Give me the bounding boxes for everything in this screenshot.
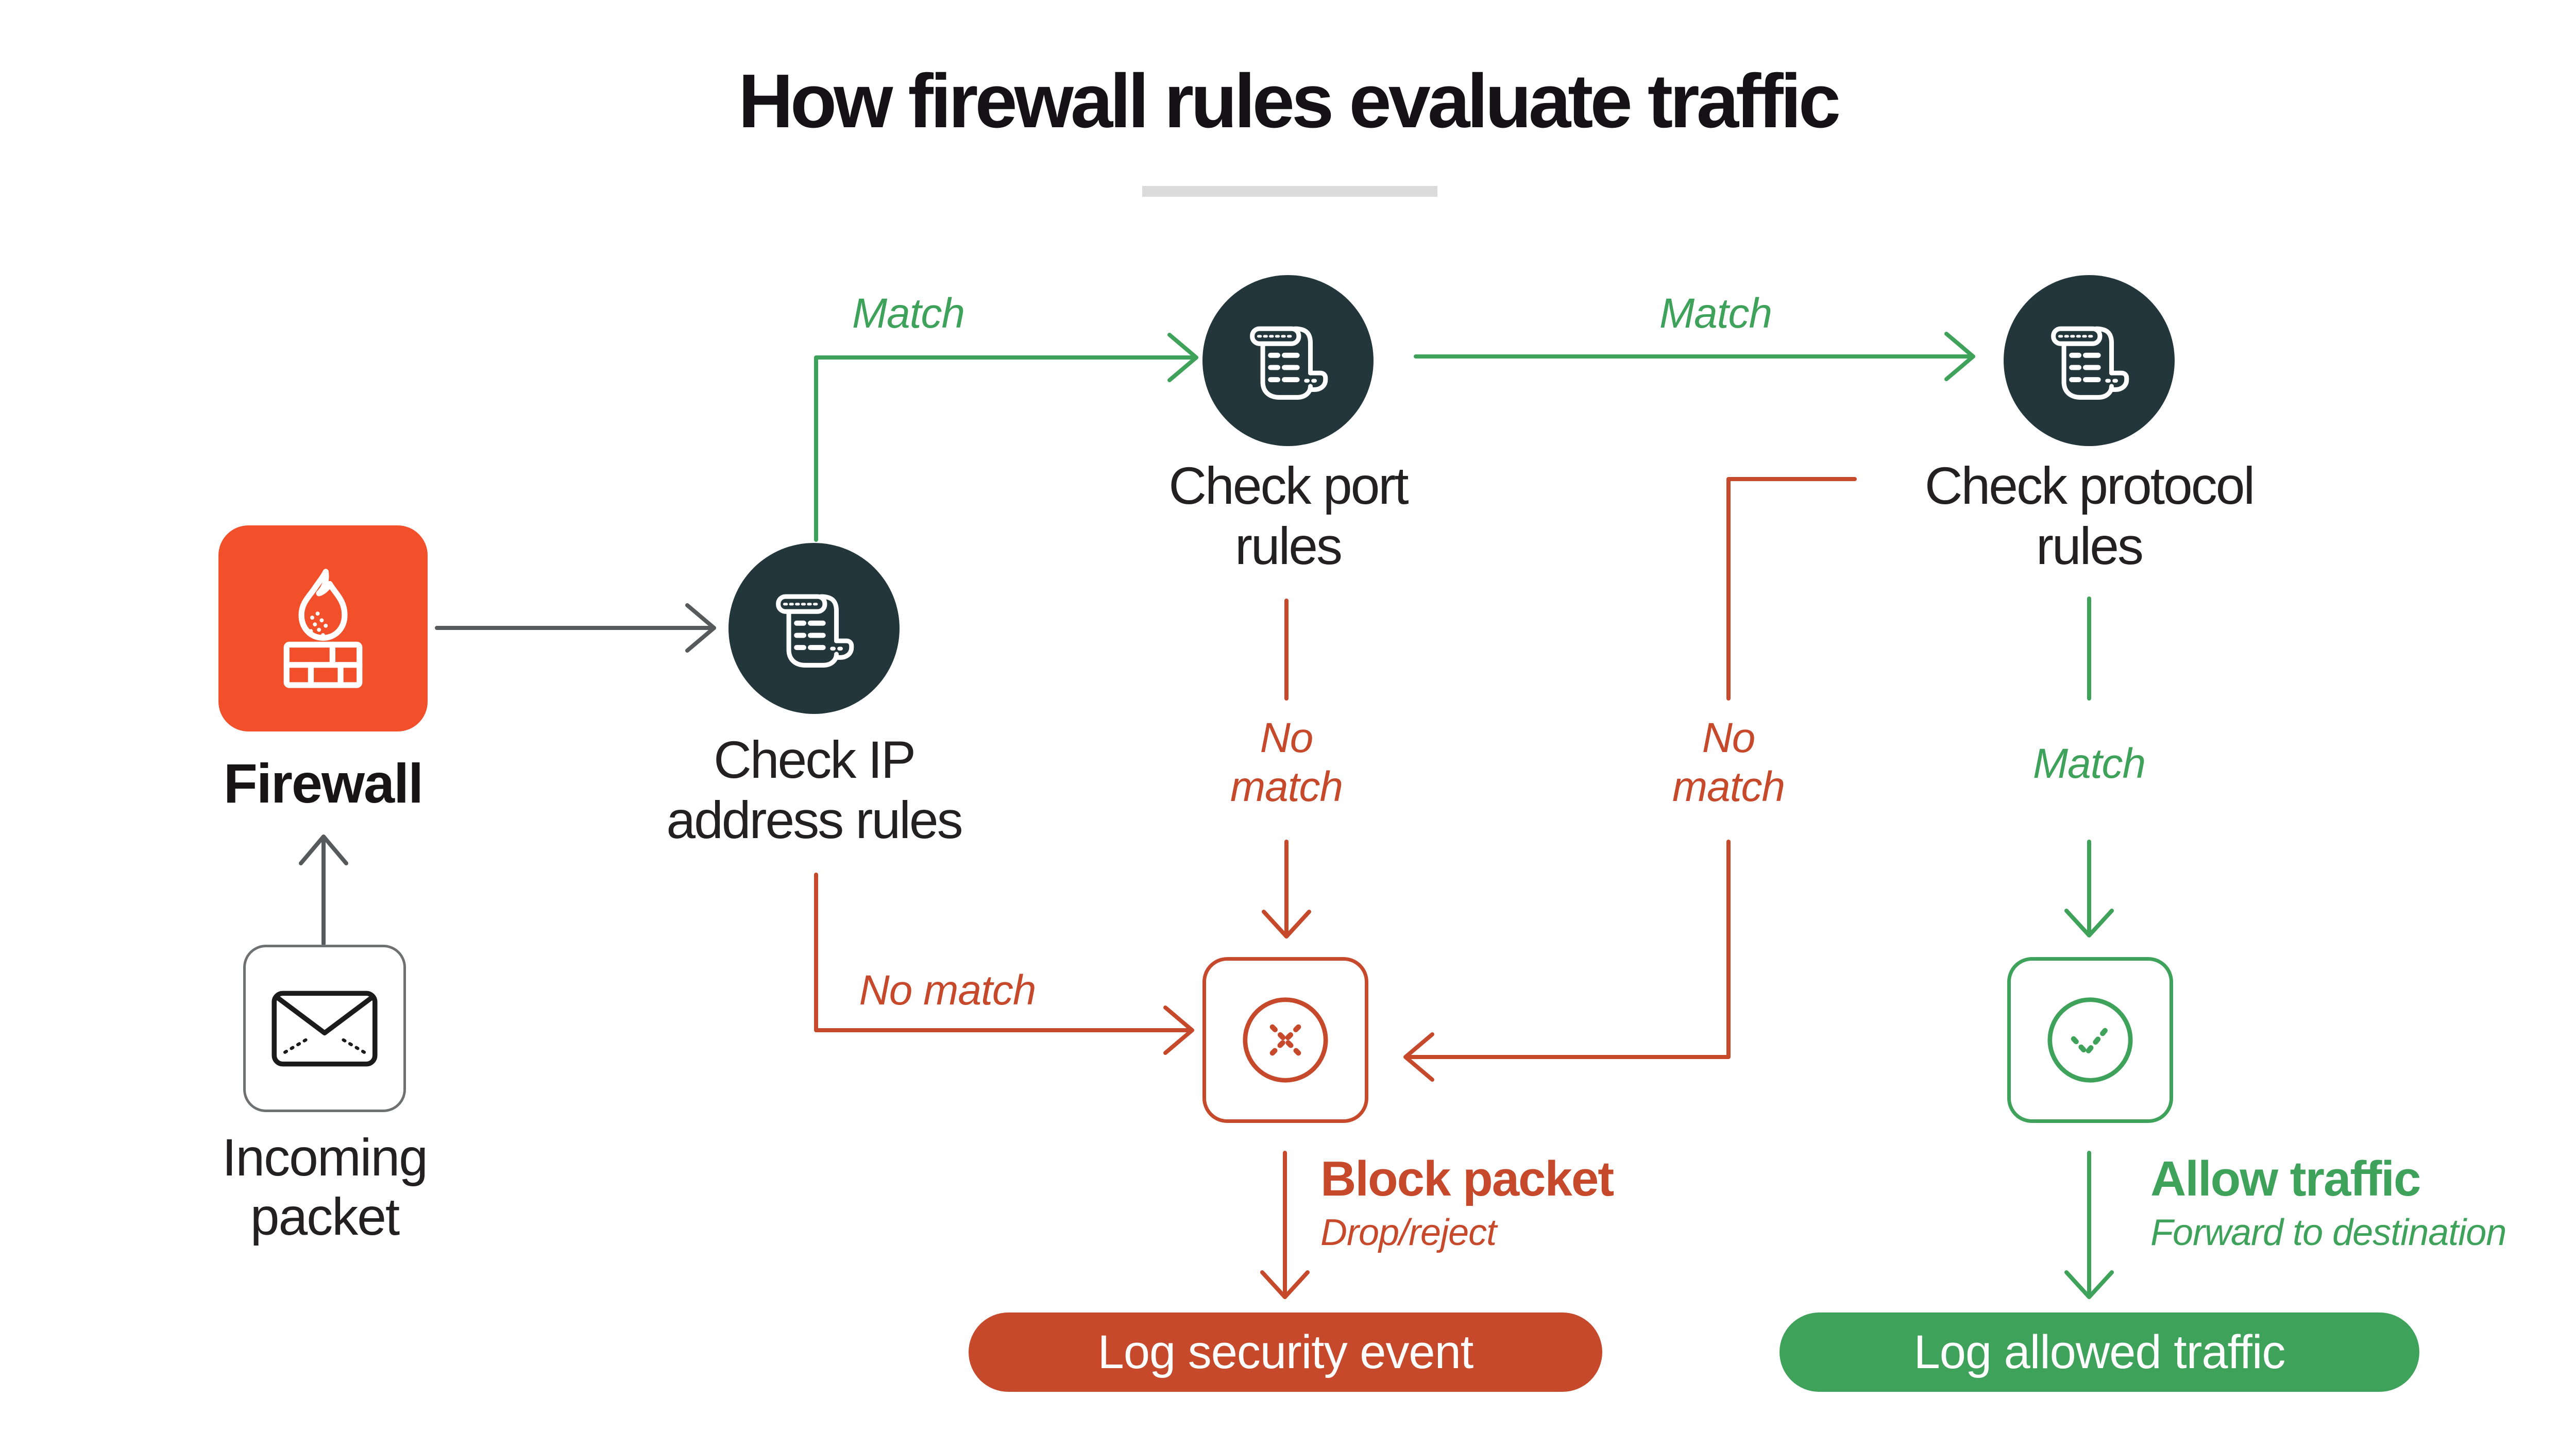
- check-port-label: Check port rules: [1168, 456, 1409, 576]
- rules-scroll-icon: [1233, 305, 1344, 416]
- arrow-block-to-log: [1260, 1151, 1310, 1299]
- check-protocol-node: [2004, 275, 2175, 446]
- edge-label-protocol-no-match: No match: [1672, 714, 1785, 811]
- rules-scroll-icon: [759, 573, 870, 684]
- log-allowed-traffic-pill: Log allowed traffic: [1780, 1312, 2419, 1392]
- block-packet-node: [1202, 957, 1368, 1123]
- allow-traffic-heading: Allow traffic: [2150, 1151, 2421, 1206]
- blocked-x-icon: [1226, 981, 1345, 1099]
- arrow-packet-to-firewall: [299, 834, 348, 946]
- allow-traffic-node: [2007, 957, 2173, 1123]
- check-protocol-label: Check protocol rules: [1924, 456, 2255, 576]
- arrow-allow-to-log: [2064, 1151, 2114, 1299]
- incoming-packet-label: Incoming packet: [222, 1128, 428, 1247]
- edge-label-ip-match: Match: [852, 290, 965, 337]
- arrow-check-protocol-match-to-allow: [2064, 596, 2114, 937]
- incoming-packet-node: [243, 945, 406, 1112]
- edge-label-ip-no-match: No match: [859, 967, 1037, 1014]
- edge-label-protocol-match: Match: [2032, 740, 2146, 787]
- allowed-check-icon: [2031, 981, 2149, 1099]
- check-ip-label: Check IP address rules: [666, 730, 963, 850]
- check-ip-node: [728, 543, 900, 714]
- firewall-node: [218, 525, 428, 731]
- check-port-node: [1202, 275, 1374, 446]
- rules-scroll-icon: [2034, 305, 2145, 416]
- arrow-check-ip-match-to-check-port: [814, 333, 1198, 542]
- page-title: How firewall rules evaluate traffic: [738, 59, 1841, 144]
- flame-brick-firewall-icon: [256, 561, 391, 696]
- arrow-firewall-to-check-ip: [435, 603, 716, 653]
- arrow-check-ip-no-match-to-block: [814, 873, 1194, 1055]
- log-security-event-pill: Log security event: [969, 1312, 1602, 1392]
- arrow-check-protocol-no-match-to-block: [1403, 477, 1857, 1082]
- edge-label-port-no-match: No match: [1230, 714, 1343, 811]
- firewall-label: Firewall: [223, 752, 423, 814]
- edge-label-port-match: Match: [1659, 290, 1772, 337]
- block-packet-heading: Block packet: [1320, 1151, 1614, 1206]
- block-packet-subheading: Drop/reject: [1320, 1212, 1497, 1253]
- arrow-check-port-match-to-check-protocol: [1414, 332, 1975, 381]
- allow-traffic-subheading: Forward to destination: [2150, 1212, 2506, 1253]
- envelope-icon: [271, 990, 378, 1067]
- arrow-check-port-no-match-to-block: [1262, 599, 1311, 939]
- title-divider: [1142, 186, 1437, 197]
